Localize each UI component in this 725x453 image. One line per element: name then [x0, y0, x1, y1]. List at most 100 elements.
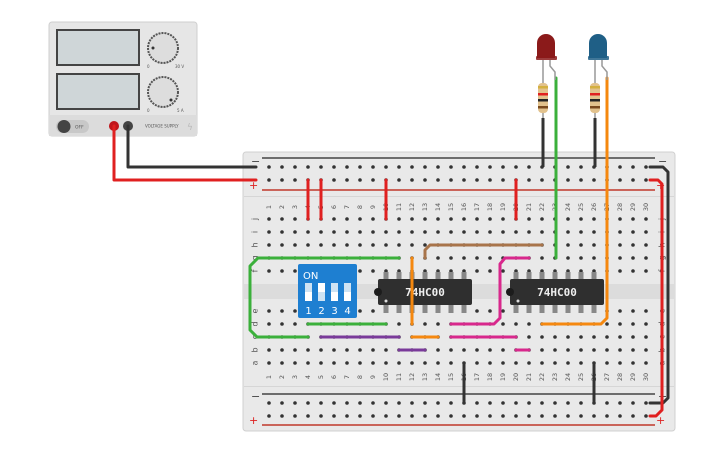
- hole[interactable]: [358, 243, 362, 247]
- rail-hole[interactable]: [475, 178, 479, 182]
- rail-hole[interactable]: [527, 165, 531, 169]
- hole[interactable]: [267, 322, 271, 326]
- hole[interactable]: [579, 217, 583, 221]
- rail-hole[interactable]: [358, 178, 362, 182]
- rail-hole[interactable]: [644, 414, 648, 418]
- rail-hole[interactable]: [423, 401, 427, 405]
- hole[interactable]: [280, 361, 284, 365]
- rail-hole[interactable]: [540, 178, 544, 182]
- hole[interactable]: [566, 348, 570, 352]
- rail-hole[interactable]: [488, 414, 492, 418]
- rail-hole[interactable]: [514, 414, 518, 418]
- hole[interactable]: [566, 256, 570, 260]
- hole[interactable]: [449, 217, 453, 221]
- hole[interactable]: [631, 217, 635, 221]
- rail-hole[interactable]: [553, 414, 557, 418]
- hole[interactable]: [462, 269, 466, 273]
- rail-hole[interactable]: [319, 414, 323, 418]
- rail-hole[interactable]: [267, 165, 271, 169]
- hole[interactable]: [631, 348, 635, 352]
- hole[interactable]: [553, 361, 557, 365]
- rail-hole[interactable]: [371, 178, 375, 182]
- hole[interactable]: [618, 243, 622, 247]
- hole[interactable]: [527, 269, 531, 273]
- rail-hole[interactable]: [280, 401, 284, 405]
- rail-hole[interactable]: [371, 165, 375, 169]
- hole[interactable]: [527, 230, 531, 234]
- rail-hole[interactable]: [618, 165, 622, 169]
- hole[interactable]: [618, 269, 622, 273]
- hole[interactable]: [631, 269, 635, 273]
- hole[interactable]: [397, 361, 401, 365]
- hole[interactable]: [358, 269, 362, 273]
- rail-hole[interactable]: [345, 401, 349, 405]
- hole[interactable]: [293, 322, 297, 326]
- hole[interactable]: [644, 348, 648, 352]
- hole[interactable]: [462, 348, 466, 352]
- rail-hole[interactable]: [410, 401, 414, 405]
- hole[interactable]: [540, 230, 544, 234]
- hole[interactable]: [592, 230, 596, 234]
- rail-hole[interactable]: [384, 165, 388, 169]
- hole[interactable]: [501, 309, 505, 313]
- hole[interactable]: [501, 348, 505, 352]
- hole[interactable]: [293, 348, 297, 352]
- rail-hole[interactable]: [566, 401, 570, 405]
- rail-hole[interactable]: [488, 165, 492, 169]
- hole[interactable]: [553, 335, 557, 339]
- hole[interactable]: [566, 269, 570, 273]
- hole[interactable]: [618, 217, 622, 221]
- rail-hole[interactable]: [592, 178, 596, 182]
- hole[interactable]: [644, 309, 648, 313]
- wire-supply-positive[interactable]: [112, 124, 258, 182]
- rail-hole[interactable]: [397, 414, 401, 418]
- hole[interactable]: [358, 230, 362, 234]
- hole[interactable]: [462, 217, 466, 221]
- rail-hole[interactable]: [462, 165, 466, 169]
- hole[interactable]: [449, 361, 453, 365]
- hole[interactable]: [371, 361, 375, 365]
- hole[interactable]: [488, 348, 492, 352]
- rail-hole[interactable]: [436, 165, 440, 169]
- hole[interactable]: [631, 309, 635, 313]
- rail-hole[interactable]: [293, 401, 297, 405]
- rail-hole[interactable]: [462, 414, 466, 418]
- hole[interactable]: [345, 361, 349, 365]
- hole[interactable]: [345, 230, 349, 234]
- hole[interactable]: [566, 361, 570, 365]
- hole[interactable]: [644, 322, 648, 326]
- hole[interactable]: [592, 243, 596, 247]
- hole[interactable]: [514, 230, 518, 234]
- hole[interactable]: [644, 361, 648, 365]
- rail-hole[interactable]: [501, 401, 505, 405]
- hole[interactable]: [293, 309, 297, 313]
- hole[interactable]: [475, 361, 479, 365]
- hole[interactable]: [527, 322, 531, 326]
- hole[interactable]: [566, 335, 570, 339]
- hole[interactable]: [488, 256, 492, 260]
- hole[interactable]: [566, 217, 570, 221]
- rail-hole[interactable]: [397, 165, 401, 169]
- led-blue[interactable]: [588, 34, 609, 80]
- rail-hole[interactable]: [527, 414, 531, 418]
- rail-hole[interactable]: [345, 178, 349, 182]
- hole[interactable]: [306, 348, 310, 352]
- rail-hole[interactable]: [618, 178, 622, 182]
- hole[interactable]: [397, 322, 401, 326]
- hole[interactable]: [618, 335, 622, 339]
- hole[interactable]: [436, 361, 440, 365]
- hole[interactable]: [371, 269, 375, 273]
- hole[interactable]: [280, 269, 284, 273]
- rail-hole[interactable]: [332, 414, 336, 418]
- rail-hole[interactable]: [475, 401, 479, 405]
- hole[interactable]: [436, 230, 440, 234]
- hole[interactable]: [436, 217, 440, 221]
- hole[interactable]: [267, 230, 271, 234]
- rail-hole[interactable]: [592, 414, 596, 418]
- hole[interactable]: [592, 335, 596, 339]
- hole[interactable]: [358, 361, 362, 365]
- hole[interactable]: [423, 322, 427, 326]
- hole[interactable]: [501, 361, 505, 365]
- hole[interactable]: [501, 230, 505, 234]
- hole[interactable]: [358, 217, 362, 221]
